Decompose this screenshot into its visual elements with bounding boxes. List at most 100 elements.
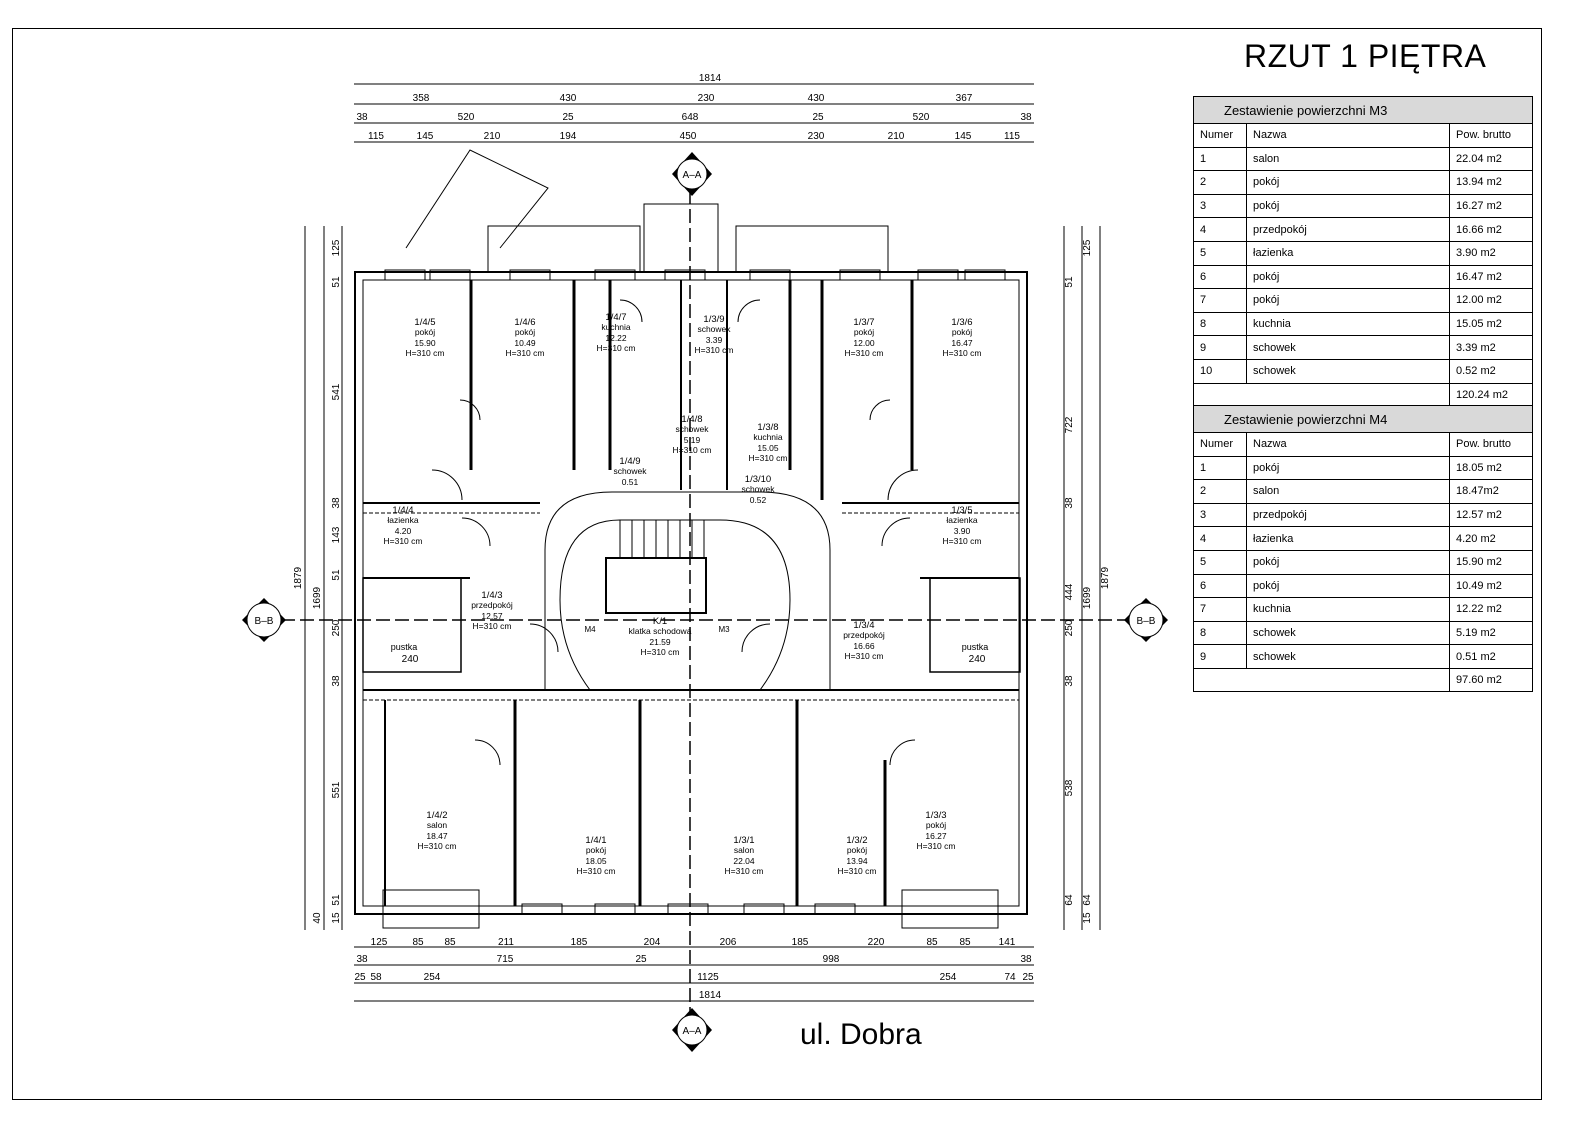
room-id: 1/4/4 [392, 505, 413, 516]
dimension-text: 15 [331, 912, 342, 924]
room-id: 1/4/5 [414, 317, 435, 328]
room-area: 15.90 [414, 338, 436, 348]
room-area: 16.27 [925, 831, 947, 841]
row-area: 3.90 m2 [1449, 240, 1533, 266]
room-height: H=310 cm [725, 866, 764, 876]
dimension-text: 38 [356, 954, 368, 965]
window [749, 269, 791, 281]
room-area: 12.00 [853, 338, 875, 348]
row-name: pokój [1246, 193, 1450, 219]
room-id: 1/4/2 [426, 810, 447, 821]
row-name: łazienka [1246, 240, 1450, 266]
dimension-text: 551 [331, 781, 342, 798]
dimension-text: 254 [424, 972, 441, 983]
room-area: 3.90 [954, 526, 971, 536]
row-area: 10.49 m2 [1449, 573, 1533, 599]
section-mark-label: B–B [1137, 616, 1156, 627]
street-label: ul. Dobra [800, 1018, 922, 1051]
dimension-text: 648 [682, 112, 699, 123]
dimension-text: 1699 [1082, 586, 1093, 609]
table-total-row: 97.60 m2 [1193, 667, 1533, 692]
external-stair-angled [405, 149, 549, 249]
room-name: kuchnia [753, 432, 783, 442]
window [521, 903, 563, 915]
room-name: pokój [952, 327, 972, 337]
row-number: 1 [1193, 146, 1247, 172]
dimension-text: 1814 [699, 990, 722, 1001]
void-label: pustka [962, 642, 989, 652]
row-number: 6 [1193, 573, 1247, 599]
dimension-text: 51 [331, 569, 342, 581]
room-id: 1/4/9 [619, 456, 640, 467]
window [743, 903, 785, 915]
row-area: 12.00 m2 [1449, 288, 1533, 313]
row-area: 18.05 m2 [1449, 455, 1533, 481]
floor-plan-drawing: A–A A–A B–B B–B 1814 358 430 230 430 367… [242, 73, 1168, 1052]
room-name: schowek [613, 466, 647, 476]
balcony-bottom [901, 889, 999, 929]
room-area: 0.52 [750, 495, 767, 505]
window [964, 269, 1006, 281]
dimension-text: 1814 [699, 73, 722, 84]
room-area: 3.39 [706, 335, 723, 345]
section-marker-top: A–A [672, 152, 712, 196]
dimension-text: 211 [498, 937, 514, 948]
room-height: H=310 cm [845, 651, 884, 661]
row-number: 2 [1193, 479, 1247, 504]
header-name: Nazwa [1246, 432, 1450, 457]
section-marker-left: B–B [242, 598, 286, 642]
room-name: klatka schodowa [629, 626, 692, 636]
dimension-text: 444 [1064, 583, 1075, 600]
dimension-text: 998 [823, 954, 840, 965]
room-area: 16.47 [951, 338, 973, 348]
room-height: H=310 cm [597, 343, 636, 353]
drawing-title: RZUT 1 PIĘTRA [1244, 38, 1487, 74]
dimension-text: 541 [331, 383, 342, 400]
room-area: 15.05 [757, 443, 779, 453]
window [429, 269, 471, 281]
dimension-text: 141 [999, 937, 1016, 948]
staircase-outline [544, 491, 831, 691]
dimension-text: 38 [1020, 112, 1032, 123]
room-id: 1/3/4 [853, 620, 874, 631]
row-area: 16.27 m2 [1449, 193, 1533, 219]
room-height: H=310 cm [838, 866, 877, 876]
room-name: łazienka [946, 515, 977, 525]
window [509, 269, 551, 281]
table-total: 97.60 m2 [1449, 667, 1533, 692]
table-total: 120.24 m2 [1449, 382, 1533, 407]
row-number: 5 [1193, 240, 1247, 266]
row-area: 12.57 m2 [1449, 502, 1533, 528]
dimension-text: 51 [331, 276, 342, 288]
row-number: 4 [1193, 526, 1247, 551]
room-name: schowek [741, 484, 775, 494]
room-id: 1/3/7 [853, 317, 874, 328]
room-height: H=310 cm [418, 841, 457, 851]
window [917, 269, 959, 281]
dimension-text: 1879 [1100, 566, 1111, 589]
row-number: 8 [1193, 620, 1247, 646]
area-table-m4: Zestawienie powierzchni M4 Numer Nazwa P… [1193, 405, 1533, 692]
section-mark-label: A–A [683, 170, 702, 181]
room-area: 12.57 [481, 611, 503, 621]
row-area: 16.47 m2 [1449, 264, 1533, 290]
table-caption: Zestawienie powierzchni M4 [1193, 405, 1533, 433]
row-name: pokój [1246, 288, 1450, 313]
row-name: pokój [1246, 549, 1450, 575]
row-area: 15.90 m2 [1449, 549, 1533, 575]
row-number: 9 [1193, 644, 1247, 669]
row-area: 12.22 m2 [1449, 597, 1533, 622]
row-name: pokój [1246, 455, 1450, 481]
row-number: 2 [1193, 170, 1247, 195]
room-id: 1/3/6 [951, 317, 972, 328]
window [594, 903, 636, 915]
dimension-text: 538 [1064, 779, 1075, 796]
